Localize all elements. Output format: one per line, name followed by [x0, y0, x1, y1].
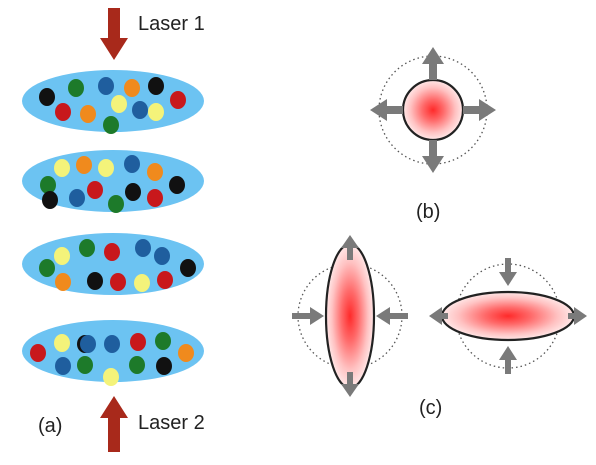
atom-particle: [130, 333, 146, 351]
atom-particle: [108, 195, 124, 213]
panel-b-label: (b): [416, 201, 440, 223]
atom-particle: [147, 189, 163, 207]
atom-particle: [103, 116, 119, 134]
laser-2-label: Laser 2: [138, 412, 205, 434]
atom-particle: [55, 103, 71, 121]
panel-c-vertical: [292, 235, 408, 397]
atom-particle: [155, 332, 171, 350]
panel-a-label: (a): [38, 415, 62, 437]
atom-particle: [40, 176, 56, 194]
atom-particle: [54, 247, 70, 265]
atom-particle: [104, 243, 120, 261]
arrow-right-icon: [568, 307, 587, 325]
atom-particle: [39, 259, 55, 277]
atom-particle: [180, 259, 196, 277]
arrow-up-icon: [341, 235, 359, 260]
atom-particle: [156, 357, 172, 375]
laser-1-group: Laser 1: [100, 8, 205, 60]
atom-particle: [98, 159, 114, 177]
panel-b-cloud: [401, 78, 465, 142]
particles: [30, 77, 196, 386]
arrow-inward-down-icon: [499, 258, 517, 286]
laser-2-group: Laser 2: [100, 396, 205, 452]
atom-particle: [147, 163, 163, 181]
atom-particle: [103, 368, 119, 386]
atom-particle: [178, 344, 194, 362]
atom-particle: [87, 272, 103, 290]
atom-particle: [54, 159, 70, 177]
atom-particle: [30, 344, 46, 362]
atom-particle: [77, 356, 93, 374]
arrow-down-icon: [422, 140, 444, 173]
atom-particle: [134, 274, 150, 292]
arrow-up-icon: [422, 47, 444, 80]
laser-2-arrow: [100, 396, 128, 452]
atom-particle: [148, 77, 164, 95]
atom-particle: [135, 239, 151, 257]
atom-particle: [157, 271, 173, 289]
arrow-inward-up-icon: [499, 346, 517, 374]
atom-particle: [80, 105, 96, 123]
arrow-right-icon: [463, 99, 496, 121]
atom-particle: [110, 273, 126, 291]
laser-1-label: Laser 1: [138, 13, 205, 35]
atom-particle: [76, 156, 92, 174]
atom-particle: [39, 88, 55, 106]
atom-particle: [42, 191, 58, 209]
atom-particle: [87, 181, 103, 199]
arrow-inward-left-icon: [376, 307, 408, 325]
atom-particle: [69, 189, 85, 207]
atom-particle: [124, 155, 140, 173]
panel-a-disks: [22, 70, 204, 386]
atom-particle: [125, 183, 141, 201]
atom-particle: [55, 273, 71, 291]
atom-particle: [148, 103, 164, 121]
laser-1-arrow: [100, 8, 128, 60]
atom-particle: [54, 334, 70, 352]
panel-c-vertical-cloud: [324, 242, 376, 390]
arrow-left-icon: [429, 307, 448, 325]
atom-particle: [129, 356, 145, 374]
atom-particle: [68, 79, 84, 97]
atom-particle: [104, 335, 120, 353]
atom-particle: [98, 77, 114, 95]
panel-c-label: (c): [419, 397, 442, 419]
panel-b-group: (b): [370, 47, 496, 223]
atom-particle: [169, 176, 185, 194]
atom-particle: [55, 357, 71, 375]
atom-particle: [170, 91, 186, 109]
arrow-down-icon: [341, 372, 359, 397]
atom-particle: [154, 247, 170, 265]
atom-particle: [79, 239, 95, 257]
arrow-inward-right-icon: [292, 307, 324, 325]
panel-c-horizontal: [429, 258, 587, 374]
panel-c-horizontal-cloud: [440, 290, 576, 342]
atom-particle: [124, 79, 140, 97]
atom-particle: [80, 335, 96, 353]
atom-particle: [111, 95, 127, 113]
atom-particle: [132, 101, 148, 119]
arrow-left-icon: [370, 99, 403, 121]
